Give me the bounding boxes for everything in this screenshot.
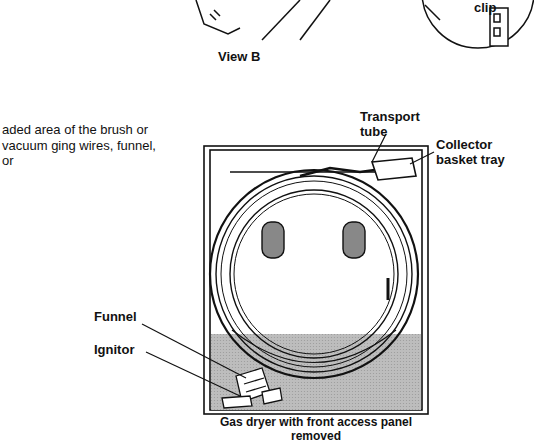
callout-label: clip xyxy=(474,1,496,16)
leader-lines xyxy=(142,134,434,396)
drum xyxy=(210,170,418,378)
instruction-text: aded area of the brush or vacuum ging wi… xyxy=(2,122,162,169)
part-label: Collector basket tray xyxy=(436,138,528,167)
part-label: Transport tube xyxy=(360,110,434,139)
view-label: View B xyxy=(218,50,260,65)
view-b-figure xyxy=(196,0,534,48)
caption: Gas dryer with front access panel remove… xyxy=(196,416,436,443)
burner-assembly xyxy=(222,368,282,408)
part-label: Funnel xyxy=(94,310,137,325)
part-label: Ignitor xyxy=(94,343,134,358)
